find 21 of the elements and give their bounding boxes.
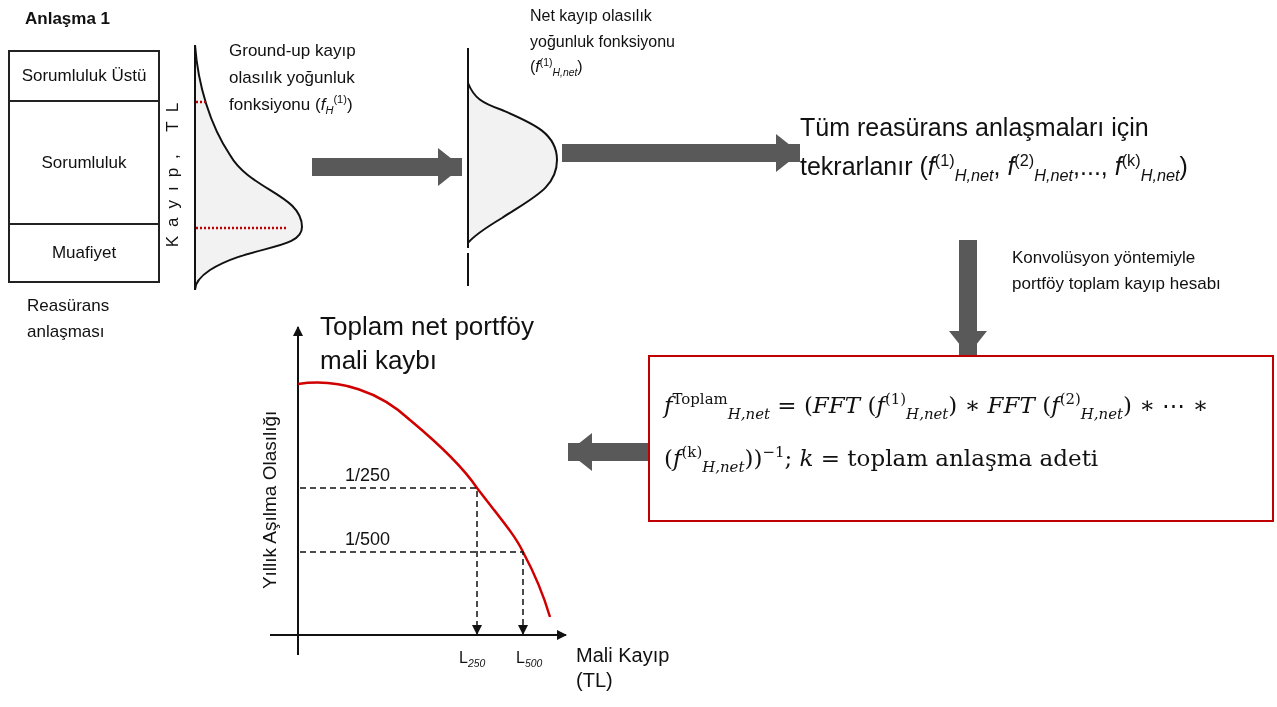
curve-title: Ground-up kayıp olasılık yoğunluk fonksiyonu (f$_{H}$$^{(1)}$): [229, 40, 357, 119]
curve-title: Net kayıp olasılık yoğunluk fonksiyonu (f$^{(1)}$$_{H,net}$): [530, 6, 676, 81]
axis-label: Kayıp, TL: [161, 93, 183, 247]
chart-title: Toplam net portföy mali kaybı: [320, 310, 535, 377]
loss-label: L$_{500}$: [516, 648, 543, 671]
block-arrow: [312, 148, 462, 186]
layer-band: Muafiyet: [8, 223, 160, 283]
formula-box: f$^{Toplam}$$_{H,net}$ = (FFT (f$^{(1)}$$_{H,net}$) ∗ FFT (f$^{(2)}$$_{H,net}$) ∗ ⋯ ∗ (f$^{(k)}$$_{H,net}$))$^{−1}$; k = toplam anlaşma adeti: [648, 355, 1274, 522]
probability-label: 1/500: [345, 528, 391, 551]
loss-label: L$_{250}$: [459, 648, 486, 671]
axis-label: Mali Kayıp (TL): [576, 643, 671, 693]
axis-label: Yıllık Aşılma Olasılığı: [258, 410, 282, 590]
stack-label: Reasürans anlaşması: [27, 295, 111, 344]
block-arrow: [562, 134, 800, 172]
heading: Anlaşma 1: [25, 8, 111, 30]
step-text: Tüm reasürans anlaşmaları için tekrarlanır (f$^{(1)}$$_{H,net}$, f$^{(2)}$$_{H,net}$,..., f$^{(k)}$$_{H,net}$): [800, 112, 1189, 186]
block-arrow: [568, 433, 648, 471]
layer-band: Sorumluluk Üstü: [8, 50, 160, 102]
probability-label: 1/250: [345, 464, 391, 487]
block-arrow: [949, 240, 987, 355]
layer-band: Sorumluluk: [8, 100, 160, 225]
